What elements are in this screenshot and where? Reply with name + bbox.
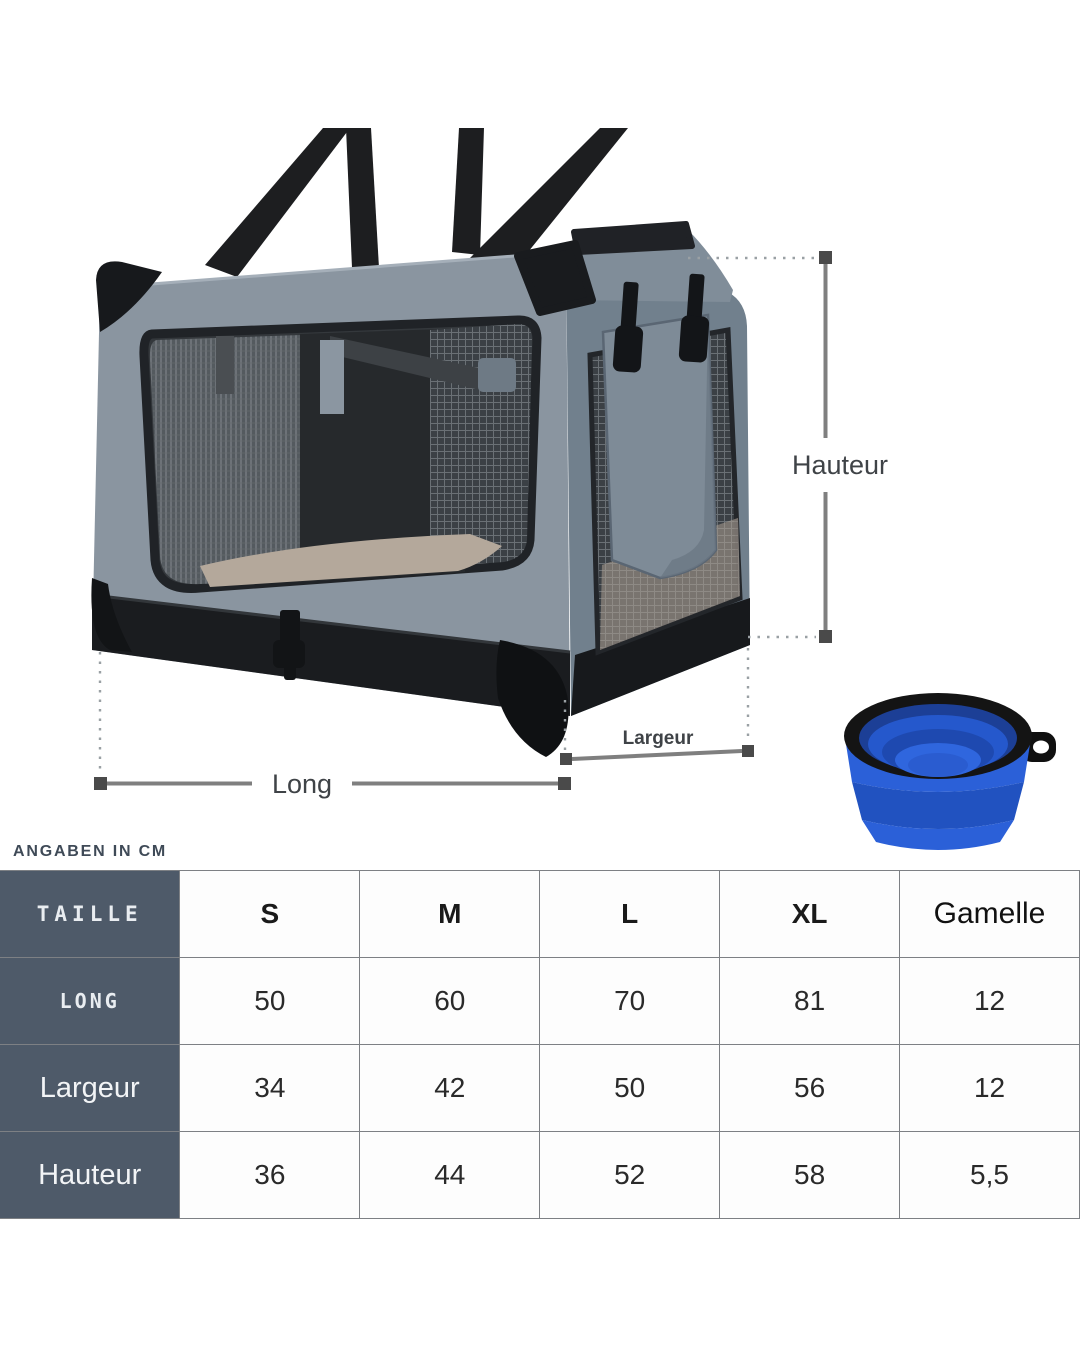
interior-strap-clip: [478, 358, 516, 392]
collapsible-bowl-illustration: [844, 693, 1056, 850]
size-column-header-l: L: [539, 870, 721, 958]
carrier-side-base: [571, 598, 750, 716]
value-hauteur-s: 36: [179, 1131, 361, 1219]
largeur-cap-left: [560, 753, 572, 765]
interior-left-mesh: [149, 334, 330, 585]
buckle-clip-1: [612, 325, 644, 373]
row-header-long: LONG: [0, 957, 181, 1045]
value-hauteur-xl: 58: [719, 1131, 901, 1219]
table-row-largeur: Largeur 34 42 50 56 12: [0, 1044, 1080, 1132]
dimension-long: Long: [94, 652, 571, 799]
value-largeur-l: 50: [539, 1044, 721, 1132]
size-table: TAILLE S M L XL Gamelle LONG 50 60 70 81…: [0, 870, 1080, 1219]
hauteur-cap-top: [819, 251, 832, 264]
value-largeur-s: 34: [179, 1044, 361, 1132]
strap-right-vertical: [452, 128, 484, 255]
long-cap-left: [94, 777, 107, 790]
value-largeur-gamelle: 12: [899, 1044, 1080, 1132]
hauteur-cap-bottom: [819, 630, 832, 643]
dimension-largeur: Largeur: [560, 648, 754, 765]
strap-left-diagonal: [205, 128, 350, 277]
value-hauteur-l: 52: [539, 1131, 721, 1219]
side-flap-shadow: [660, 315, 716, 578]
long-label: Long: [272, 769, 332, 799]
interior-tab-2: [320, 340, 344, 414]
buckle-clip-2: [678, 315, 710, 363]
size-column-header-xl: XL: [719, 870, 901, 958]
buckle-strap-1: [620, 281, 639, 335]
bowl-body-mid-ring: [852, 782, 1024, 829]
interior-tab-1: [216, 336, 234, 394]
largeur-label: Largeur: [623, 728, 694, 749]
strap-left-vertical: [346, 128, 379, 268]
corner-trim-top-right: [514, 240, 596, 316]
largeur-line: [571, 749, 743, 761]
value-largeur-m: 42: [359, 1044, 541, 1132]
corner-trim-top-left: [96, 261, 162, 332]
hauteur-label: Hauteur: [792, 450, 888, 480]
value-long-xl: 81: [719, 957, 901, 1045]
bowl-inner-bottom: [908, 753, 968, 777]
value-hauteur-m: 44: [359, 1131, 541, 1219]
table-header-row: TAILLE S M L XL Gamelle: [0, 870, 1080, 958]
value-long-gamelle: 12: [899, 957, 1080, 1045]
table-row-hauteur: Hauteur 36 44 52 58 5,5: [0, 1131, 1080, 1219]
value-long-s: 50: [179, 957, 361, 1045]
bowl-body-bottom-ring: [862, 820, 1014, 850]
units-note: ANGABEN IN CM: [13, 843, 168, 860]
interior-strap: [330, 336, 488, 392]
front-door-interior: [149, 324, 532, 587]
interior-cushion: [200, 534, 502, 587]
size-column-header-m: M: [359, 870, 541, 958]
largeur-cap-right: [742, 745, 754, 757]
table-corner-cell: TAILLE: [0, 870, 181, 958]
table-row-long: LONG 50 60 70 81 12: [0, 957, 1080, 1045]
value-long-l: 70: [539, 957, 721, 1045]
value-long-m: 60: [359, 957, 541, 1045]
carrier-front-base: [92, 595, 570, 716]
front-base-clip: [273, 610, 305, 680]
front-top-edge: [99, 250, 567, 290]
buckle-strap-2: [686, 273, 705, 325]
value-hauteur-gamelle: 5,5: [899, 1131, 1080, 1219]
row-header-hauteur: Hauteur: [0, 1131, 181, 1219]
front-clip-buckle: [273, 640, 305, 668]
size-column-header-s: S: [179, 870, 361, 958]
strap-right-diagonal: [468, 128, 628, 293]
front-base-piping: [91, 593, 571, 654]
dimension-hauteur: Hauteur: [688, 251, 888, 643]
corner-trim-bottom-right: [496, 640, 569, 757]
front-clip-tail: [284, 666, 296, 680]
long-cap-right: [558, 777, 571, 790]
front-clip-strap: [280, 610, 300, 648]
pet-carrier-illustration: [91, 128, 750, 757]
product-diagram: Hauteur Long Largeur: [91, 128, 1056, 850]
side-buckles: [612, 273, 710, 373]
carry-straps: [205, 128, 628, 293]
top-compartment-lid: [571, 221, 695, 255]
size-column-header-gamelle: Gamelle: [899, 870, 1080, 958]
row-header-largeur: Largeur: [0, 1044, 181, 1132]
corner-trim-bottom-left: [91, 578, 132, 652]
value-largeur-xl: 56: [719, 1044, 901, 1132]
